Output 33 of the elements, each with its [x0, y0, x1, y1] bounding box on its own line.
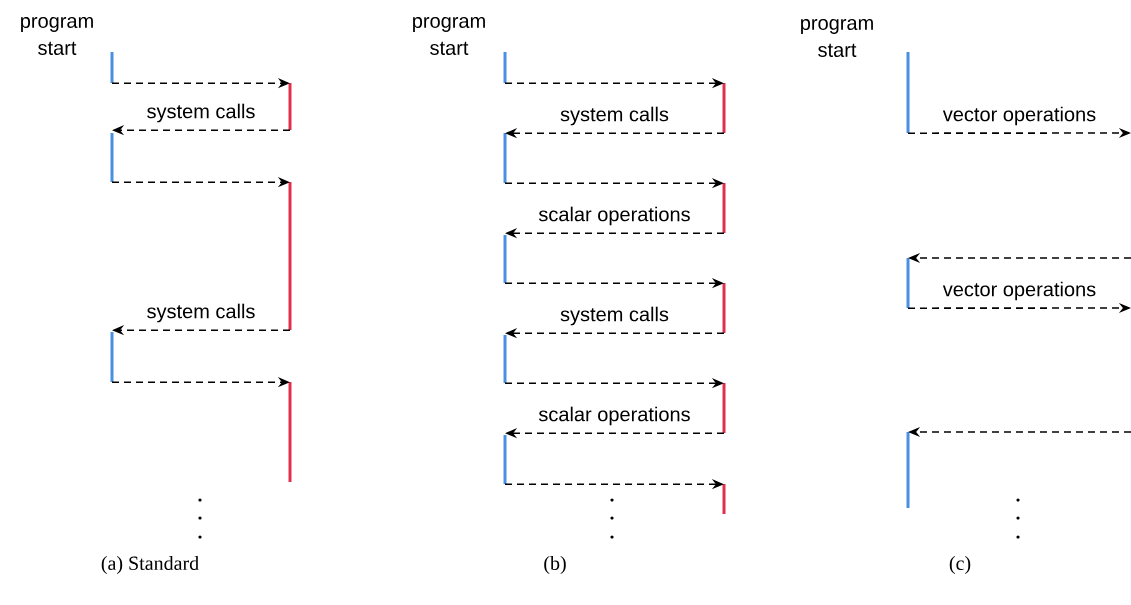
start-label: program start: [413, 17, 485, 55]
timeline-bar: [503, 235, 507, 283]
timeline-bar: [722, 283, 726, 333]
subfigure-caption: (c): [949, 555, 971, 575]
start-label: program start: [21, 17, 93, 55]
timeline-bar: [503, 435, 507, 484]
edge-label: system calls: [559, 105, 670, 127]
subfigure-caption: (a) Standard: [101, 555, 199, 575]
timeline-bar: [503, 133, 507, 183]
edge-label: system calls: [145, 302, 257, 324]
timeline-bar: [110, 332, 114, 382]
edge-label: scalar operations: [537, 405, 692, 427]
timeline-bar: [722, 484, 726, 514]
timeline-bar: [503, 52, 507, 83]
timeline-bar: [288, 382, 292, 482]
timeline-bar: [288, 182, 292, 330]
timeline-bar: [722, 383, 726, 433]
edge-label: scalar operations: [537, 205, 692, 227]
edge-label: system calls: [559, 305, 670, 327]
timeline-bar: [906, 432, 910, 508]
timeline-bar: [906, 52, 910, 133]
timeline-bar: [110, 133, 114, 182]
edge-label: vector operations: [941, 105, 1098, 127]
subfigure-caption: (b): [544, 555, 566, 575]
timeline-bar: [503, 335, 507, 383]
timeline-bar: [722, 183, 726, 233]
edge-label: vector operations: [941, 280, 1098, 302]
start-label: program start: [801, 19, 873, 57]
timeline-bar: [906, 258, 910, 308]
timeline-bar: [288, 83, 292, 130]
timeline-bar: [110, 52, 114, 83]
timeline-bar: [722, 83, 726, 133]
edge-label: system calls: [145, 102, 257, 124]
